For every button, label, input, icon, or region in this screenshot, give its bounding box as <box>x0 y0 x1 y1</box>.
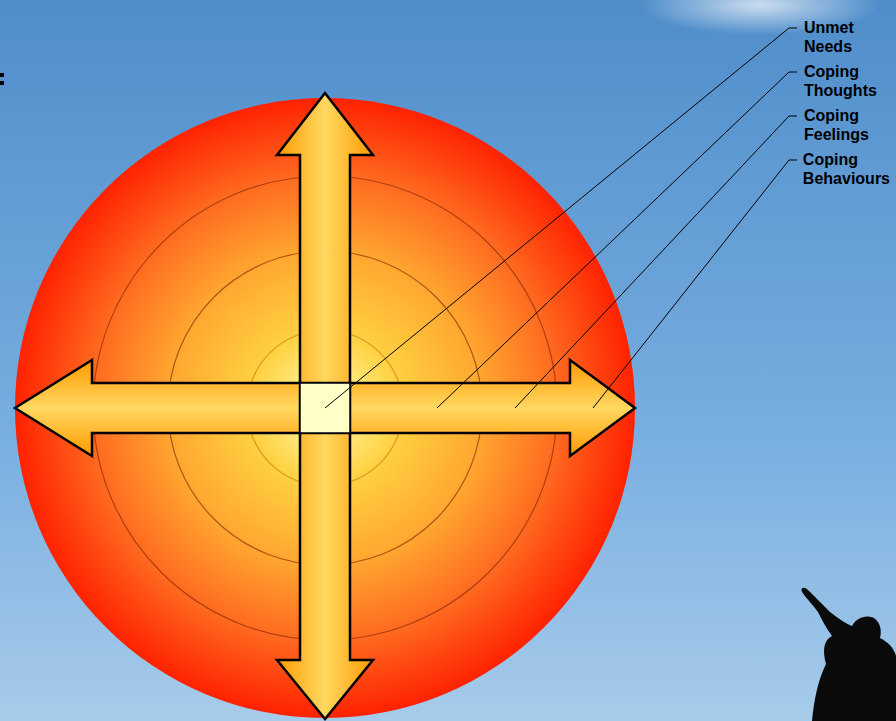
person-silhouette <box>801 588 896 721</box>
callout-label: Coping Feelings <box>804 106 869 144</box>
leader-line <box>515 116 797 408</box>
arrow-right <box>350 360 635 456</box>
leader-line <box>593 160 797 408</box>
leader-line <box>437 72 797 408</box>
callout-label: Unmet Needs <box>804 18 854 56</box>
bullet-mark <box>0 73 4 77</box>
leader-line <box>325 28 797 408</box>
callout-label: Coping Behaviours <box>803 150 890 188</box>
arrow-up <box>277 93 373 383</box>
arrow-left <box>15 360 300 456</box>
arrow-down <box>277 433 373 719</box>
callout-label: Coping Thoughts <box>804 62 877 100</box>
bullet-mark <box>0 81 4 85</box>
